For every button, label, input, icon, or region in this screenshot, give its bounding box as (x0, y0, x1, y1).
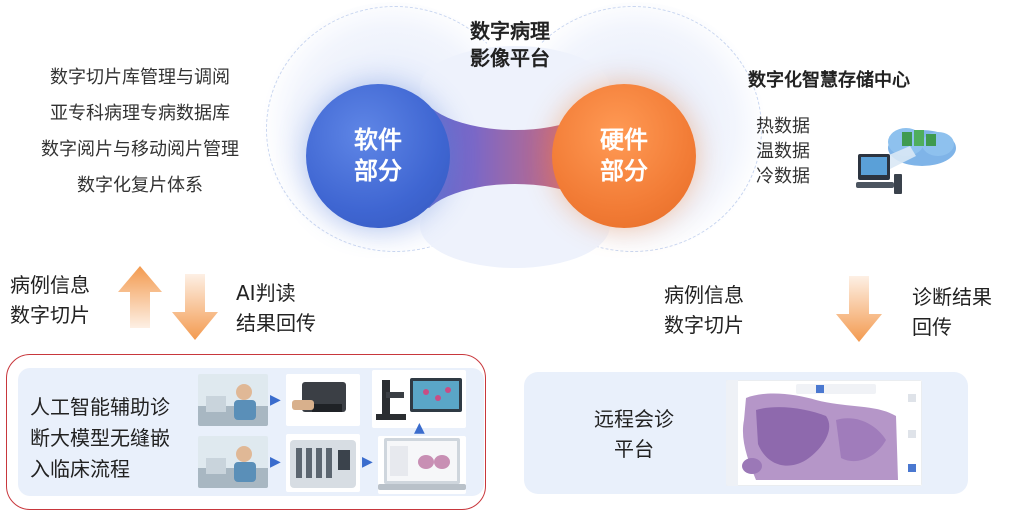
slide-scanner-photo (286, 434, 360, 492)
ai-panel-line2: 断大模型无缝嵌 (30, 426, 170, 450)
diagnosis-arrow-icon (836, 276, 882, 342)
storage-tier-item: 热数据 (756, 116, 810, 137)
storage-tier-item: 温数据 (756, 141, 810, 162)
diagnosis-return-label: 诊断结果 回传 (912, 282, 992, 342)
software-feature-list: 数字切片库管理与调阅 亚专科病理专病数据库 数字阅片与移动阅片管理 数字化复片体… (20, 60, 260, 204)
right-upload-label-line1: 病例信息 (664, 283, 744, 307)
workflow-arrow-icon: ▶ (270, 454, 281, 470)
ai-return-label-line2: 结果回传 (236, 311, 316, 335)
workflow-arrow-icon: ▶ (362, 454, 373, 470)
workflow-arrow-icon: ▶ (270, 392, 281, 408)
remote-panel-line1: 远程会诊 (594, 407, 674, 431)
microscope-photo (372, 370, 466, 428)
software-feature-item: 数字切片库管理与调阅 (50, 67, 230, 88)
left-upload-label: 病例信息 数字切片 (10, 270, 90, 330)
software-feature-item: 数字阅片与移动阅片管理 (41, 139, 239, 160)
platform-title: 数字病理 影像平台 (430, 18, 590, 72)
left-upload-label-line2: 数字切片 (10, 303, 90, 327)
lab-technician-photo (198, 436, 268, 488)
software-label-line2: 部分 (354, 157, 402, 185)
software-feature-item: 亚专科病理专病数据库 (50, 103, 230, 124)
storage-title: 数字化智慧存储中心 (748, 70, 910, 91)
ai-return-label: AI判读 结果回传 (236, 278, 316, 338)
left-upload-label-line1: 病例信息 (10, 273, 90, 297)
diagnosis-return-label-line1: 诊断结果 (912, 285, 992, 309)
hardware-label-line1: 硬件 (600, 126, 648, 154)
lab-technician-photo (198, 374, 268, 426)
hardware-circle: 硬件 部分 (552, 84, 696, 228)
platform-dash-right (504, 6, 762, 252)
ai-panel-text: 人工智能辅助诊 断大模型无缝嵌 入临床流程 (30, 392, 200, 485)
right-upload-label-line2: 数字切片 (664, 313, 744, 337)
diagnosis-return-label-line2: 回传 (912, 315, 952, 339)
workflow-return-arrow-icon: ▲ (414, 420, 425, 436)
download-arrow-icon (172, 274, 218, 340)
slide-loading-photo (286, 374, 360, 426)
ai-panel-line3: 入临床流程 (30, 457, 130, 481)
software-circle: 软件 部分 (306, 84, 450, 228)
platform-title-line2: 影像平台 (470, 46, 550, 70)
ai-viewer-laptop-photo (378, 436, 466, 494)
right-upload-label: 病例信息 数字切片 (664, 280, 744, 340)
storage-cloud-computer-icon (856, 128, 956, 194)
software-label-line1: 软件 (354, 126, 402, 154)
platform-dash-left (266, 6, 524, 252)
hardware-label-line2: 部分 (600, 157, 648, 185)
storage-tier-list: 热数据 温数据 冷数据 (756, 114, 810, 189)
remote-panel-line2: 平台 (614, 437, 654, 461)
remote-slide-viewer-screenshot (726, 380, 922, 486)
remote-panel-text: 远程会诊 平台 (574, 404, 694, 464)
ai-return-label-line1: AI判读 (236, 281, 296, 305)
software-feature-item: 数字化复片体系 (77, 175, 203, 196)
upload-arrow-icon (118, 266, 162, 328)
ai-panel-line1: 人工智能辅助诊 (30, 395, 170, 419)
platform-title-line1: 数字病理 (470, 19, 550, 43)
storage-tier-item: 冷数据 (756, 166, 810, 187)
